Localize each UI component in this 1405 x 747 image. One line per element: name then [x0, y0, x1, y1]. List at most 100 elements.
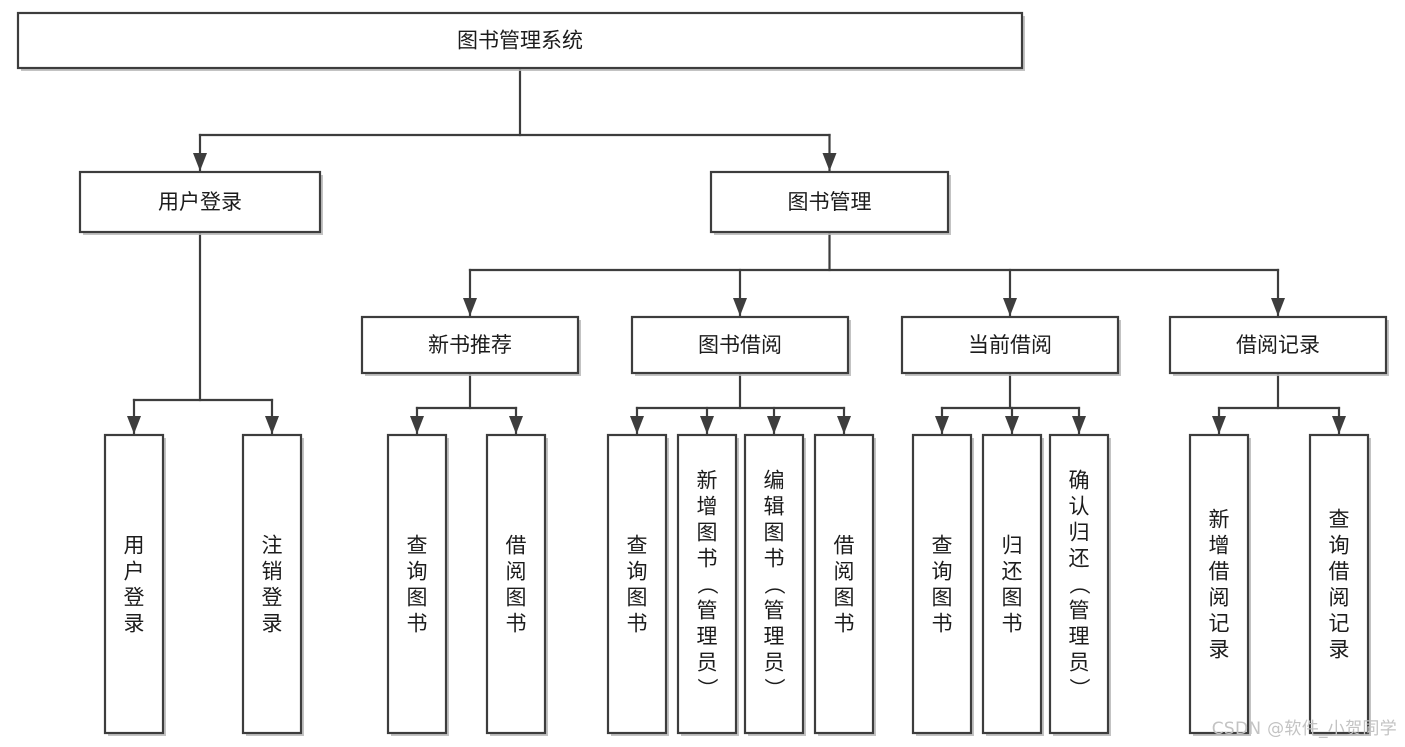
level2-node-user-login[interactable]: 用户登录	[78, 170, 323, 235]
node-label: 图书管理	[788, 190, 872, 214]
svg-text:书: 书	[1002, 611, 1023, 635]
svg-text:图: 图	[407, 585, 428, 609]
svg-text:确: 确	[1069, 468, 1090, 492]
node-label: 借阅记录	[1236, 333, 1320, 357]
node-label: 用户登录	[158, 190, 242, 214]
svg-text:借: 借	[506, 533, 527, 557]
svg-text:还: 还	[1069, 546, 1090, 570]
connector-lines	[127, 66, 1346, 435]
node-label: 用户登录	[124, 533, 145, 635]
svg-text:）: ）	[762, 678, 786, 699]
arrow-head-icon	[1072, 416, 1086, 434]
leaf-node-leaf-user-login[interactable]: 用户登录	[103, 433, 166, 736]
arrow-head-icon	[733, 298, 747, 316]
svg-text:书: 书	[627, 611, 648, 635]
svg-text:（: （	[762, 574, 786, 595]
arrow-head-icon	[767, 416, 781, 434]
svg-text:记: 记	[1329, 611, 1350, 635]
svg-text:录: 录	[124, 611, 145, 635]
arrow-head-icon	[1005, 416, 1019, 434]
svg-text:增: 增	[1209, 533, 1230, 557]
svg-text:增: 增	[697, 494, 718, 518]
svg-text:记: 记	[1209, 611, 1230, 635]
svg-text:）: ）	[695, 678, 719, 699]
level3-node-borrow-record[interactable]: 借阅记录	[1168, 315, 1389, 376]
level3-node-current-borrow[interactable]: 当前借阅	[900, 315, 1121, 376]
svg-text:管: 管	[1069, 598, 1090, 622]
arrow-head-icon	[1003, 298, 1017, 316]
level3-node-new-book-rec[interactable]: 新书推荐	[360, 315, 581, 376]
svg-text:图: 图	[506, 585, 527, 609]
level2-node-book-manage[interactable]: 图书管理	[709, 170, 951, 235]
svg-text:归: 归	[1002, 533, 1023, 557]
svg-text:查: 查	[1329, 507, 1350, 531]
svg-text:理: 理	[1069, 624, 1090, 648]
svg-text:登: 登	[262, 585, 283, 609]
arrow-head-icon	[1271, 298, 1285, 316]
svg-text:认: 认	[1069, 494, 1090, 518]
svg-text:注: 注	[262, 533, 283, 557]
arrow-head-icon	[700, 416, 714, 434]
node-label: 图书管理系统	[457, 29, 583, 53]
arrow-head-icon	[935, 416, 949, 434]
svg-text:图: 图	[834, 585, 855, 609]
svg-text:管: 管	[764, 598, 785, 622]
svg-text:销: 销	[262, 559, 283, 583]
svg-text:阅: 阅	[1209, 585, 1230, 609]
connector-group	[410, 371, 523, 435]
level3-node-book-borrow[interactable]: 图书借阅	[630, 315, 851, 376]
arrow-head-icon	[1332, 416, 1346, 434]
connector-group	[630, 371, 851, 435]
svg-text:新: 新	[1209, 507, 1230, 531]
svg-text:图: 图	[627, 585, 648, 609]
arrow-head-icon	[463, 298, 477, 316]
connector-group	[935, 371, 1086, 435]
arrow-head-icon	[265, 416, 279, 434]
svg-text:书: 书	[506, 611, 527, 635]
svg-text:录: 录	[262, 611, 283, 635]
svg-text:书: 书	[764, 546, 785, 570]
arrow-head-icon	[630, 416, 644, 434]
svg-text:理: 理	[697, 624, 718, 648]
svg-text:借: 借	[1209, 559, 1230, 583]
root-node-book-management-system[interactable]: 图书管理系统	[16, 11, 1025, 71]
svg-text:询: 询	[627, 559, 648, 583]
svg-text:员: 员	[1069, 650, 1090, 674]
svg-text:员: 员	[764, 650, 785, 674]
svg-text:新: 新	[697, 468, 718, 492]
svg-text:员: 员	[697, 650, 718, 674]
svg-text:用: 用	[124, 533, 145, 557]
svg-text:归: 归	[1069, 520, 1090, 544]
connector-group	[1212, 371, 1346, 435]
node-label: 当前借阅	[968, 333, 1052, 357]
connector-group	[193, 66, 837, 172]
svg-text:阅: 阅	[834, 559, 855, 583]
svg-text:借: 借	[1329, 559, 1350, 583]
svg-text:查: 查	[627, 533, 648, 557]
arrow-head-icon	[410, 416, 424, 434]
svg-text:询: 询	[1329, 533, 1350, 557]
arrow-head-icon	[822, 153, 837, 171]
svg-text:还: 还	[1002, 559, 1023, 583]
arrow-head-icon	[127, 416, 141, 434]
svg-text:书: 书	[407, 611, 428, 635]
